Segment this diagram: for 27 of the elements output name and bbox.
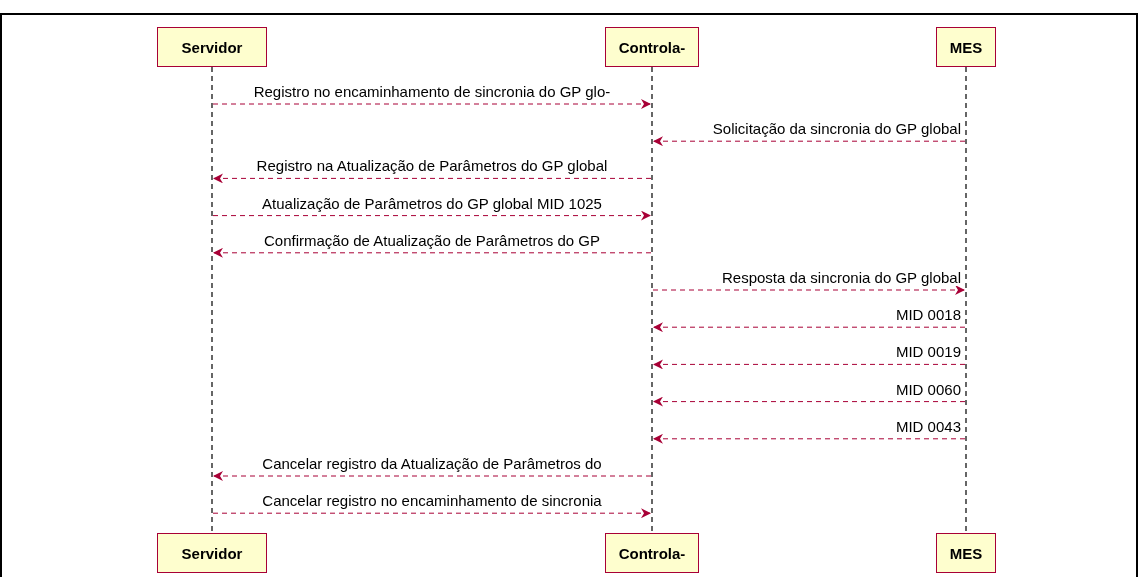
message-label: Resposta da sincronia do GP global — [720, 269, 962, 286]
lifeline — [651, 67, 653, 533]
message-label: Registro na Atualização de Parâmetros do GP global — [255, 157, 609, 175]
lifeline — [965, 67, 967, 533]
participant-box: Servidor — [157, 533, 267, 573]
participant-box: MES — [936, 27, 996, 67]
message-label: Registro no encaminhamento de sincronia do GP glo- — [252, 83, 612, 100]
message-label: Cancelar registro no encaminhamento de sincronia — [261, 492, 603, 510]
message-arrow — [212, 210, 652, 221]
message-arrow — [652, 359, 966, 370]
message-arrow — [652, 285, 966, 295]
participant-box: Controla- — [605, 533, 699, 573]
participant-box: Servidor — [157, 27, 267, 67]
message-arrow — [212, 173, 652, 184]
message-label: Cancelar registro da Atualização de Parâmetros do — [261, 455, 603, 472]
participant-box: MES — [936, 533, 996, 573]
message-arrow — [212, 247, 652, 258]
message-arrow — [212, 471, 652, 481]
message-arrow — [652, 433, 966, 444]
participant-box: Controla- — [605, 27, 699, 67]
message-label: Solicitação da sincronia do GP global — [711, 120, 962, 138]
message-arrow — [652, 136, 966, 147]
message-arrow — [212, 508, 652, 519]
message-arrow — [652, 322, 966, 333]
message-arrow — [652, 396, 966, 407]
message-arrow — [212, 99, 652, 109]
lifeline — [211, 67, 213, 533]
